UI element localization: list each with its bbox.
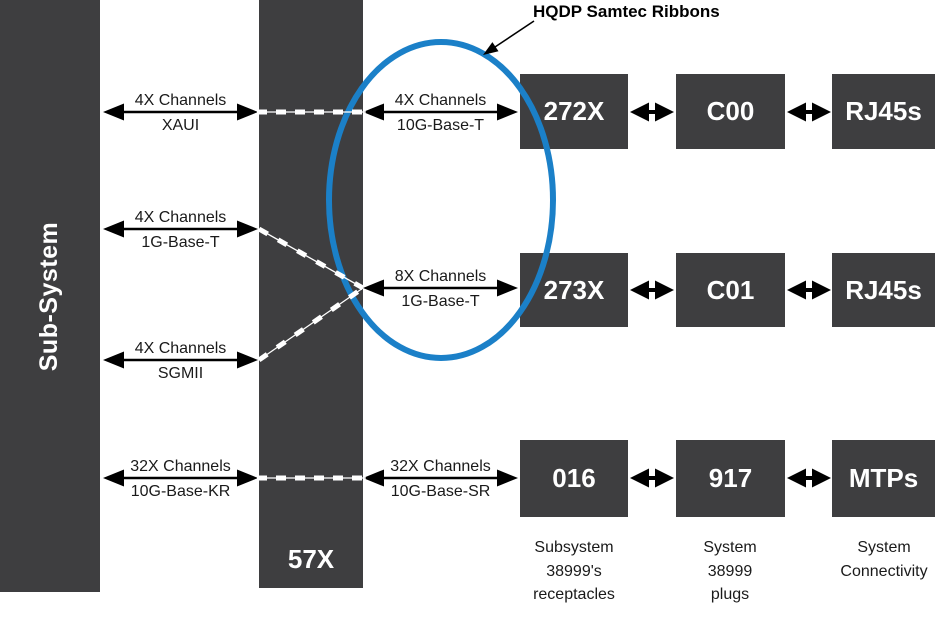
rj45s-mid-label: RJ45s xyxy=(845,274,922,305)
caption-connectivity-line2: Connectivity xyxy=(840,562,928,580)
connectivity-box-mtps: MTPs xyxy=(832,440,935,517)
caption-system-plugs: System 38999 plugs xyxy=(650,536,810,607)
1g-base-t-left-channels-text: 4X Channels xyxy=(134,209,227,226)
plug-917-label: 917 xyxy=(708,463,753,493)
caption-receptacles-line1: Subsystem xyxy=(534,539,614,556)
receptacle-272x-label: 272X xyxy=(543,96,605,126)
caption-system-connectivity: System Connectivity xyxy=(804,536,944,583)
receptacle-273x-label: 273X xyxy=(543,274,605,305)
mtps-label: MTPs xyxy=(848,463,919,493)
subsystem-bar-label: Sub-System xyxy=(35,221,64,371)
switch-57x-bar: 57X xyxy=(259,0,363,588)
annotation-pointer-arrow xyxy=(483,20,535,55)
rj45s-top-label: RJ45s xyxy=(845,96,922,126)
10g-base-t-protocol-text: 10G-Base-T xyxy=(396,117,485,134)
hqdp-ribbons-title: HQDP Samtec Ribbons xyxy=(533,2,720,21)
plug-box-c00: C00 xyxy=(676,74,785,149)
plug-c01-label: C01 xyxy=(706,274,755,305)
sgmii-channels-text: 4X Channels xyxy=(134,340,227,357)
plug-c00-label: C00 xyxy=(706,96,755,126)
subsystem-bar: Sub-System xyxy=(0,0,100,592)
receptacle-box-016: 016 xyxy=(520,440,628,517)
1g-base-t-right-channels-text: 8X Channels xyxy=(394,268,487,285)
caption-plugs-line1: System xyxy=(703,539,757,556)
10g-base-t-channels-text: 4X Channels xyxy=(394,92,487,109)
10g-base-kr-channels-text: 32X Channels xyxy=(130,458,231,475)
left-link-arrows xyxy=(103,103,258,487)
10g-base-sr-channels-text: 32X Channels xyxy=(390,458,491,475)
caption-receptacles-line3: receptacles xyxy=(533,586,615,603)
caption-subsystem-receptacles: Subsystem 38999's receptacles xyxy=(494,536,654,607)
sgmii-protocol-text: SGMII xyxy=(157,365,204,382)
receptacle-016-label: 016 xyxy=(552,463,596,493)
arrow-016-917 xyxy=(630,468,674,488)
connectivity-box-rj45s-mid: RJ45s xyxy=(832,253,935,327)
plug-box-c01: C01 xyxy=(676,253,785,327)
switch-57x-label: 57X xyxy=(287,544,335,574)
caption-connectivity-line1: System xyxy=(857,539,911,556)
xaui-channels-text: 4X Channels xyxy=(134,92,227,109)
arrow-272x-c00 xyxy=(630,102,674,122)
arrow-c00-rj45s xyxy=(787,102,831,122)
plug-box-917: 917 xyxy=(676,440,785,517)
caption-receptacles-line2: 38999's xyxy=(546,562,602,580)
caption-plugs-line2: 38999 xyxy=(707,562,753,580)
arrow-917-mtps xyxy=(787,468,831,488)
xaui-protocol-text: XAUI xyxy=(161,117,200,134)
arrow-c01-rj45s xyxy=(787,280,831,300)
caption-plugs-line3: plugs xyxy=(710,586,750,603)
arrow-273x-c01 xyxy=(630,280,674,300)
receptacle-box-272x: 272X xyxy=(520,74,628,149)
receptacle-box-273x: 273X xyxy=(520,253,628,327)
connectivity-box-rj45s-top: RJ45s xyxy=(832,74,935,149)
1g-base-t-right-protocol-text: 1G-Base-T xyxy=(401,293,480,310)
10g-base-kr-protocol-text: 10G-Base-KR xyxy=(130,483,231,500)
10g-base-sr-protocol-text: 10G-Base-SR xyxy=(390,483,491,500)
1g-base-t-left-protocol-text: 1G-Base-T xyxy=(141,234,220,251)
